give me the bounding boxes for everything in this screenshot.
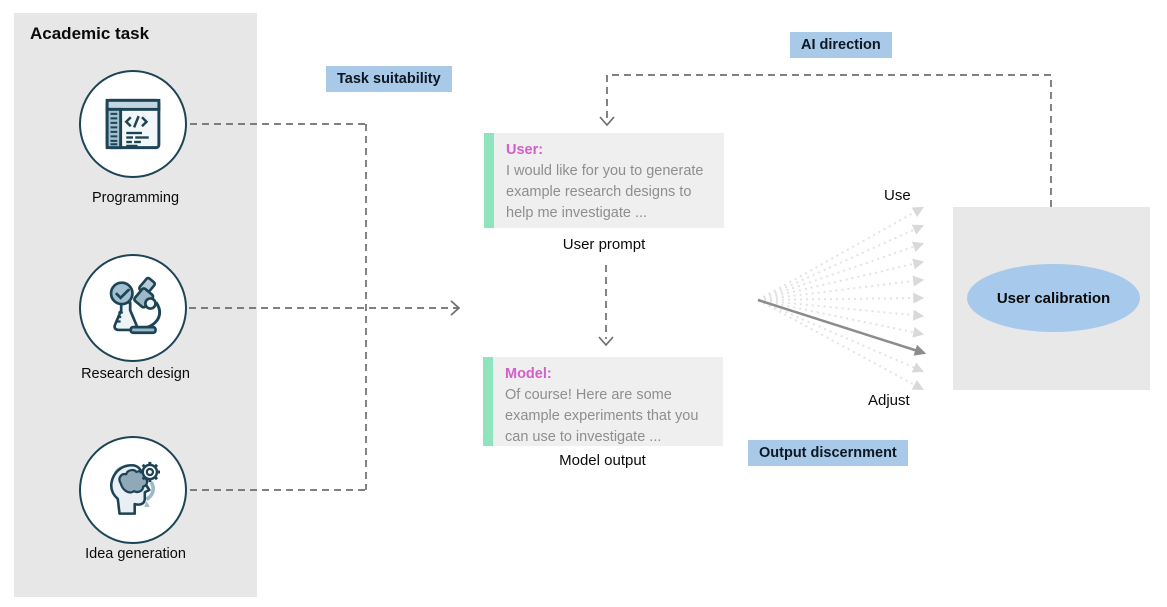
model-line: Of course! Here are some [505, 387, 672, 403]
user-calibration-ellipse: User calibration [967, 264, 1140, 332]
user-prompt-caption: User prompt [562, 236, 646, 253]
user-speaker: User: [506, 142, 544, 158]
model-speaker: Model: [505, 366, 552, 382]
model-line: can use to investigate ... [505, 429, 662, 445]
output-discernment-label: Output discernment [748, 440, 908, 466]
programming-circle [79, 70, 187, 178]
model-line: example experiments that you [505, 408, 699, 424]
user-line: I would like for you to generate [506, 163, 704, 179]
programming-label: Programming [91, 190, 180, 206]
task-suitability-label: Task suitability [326, 66, 452, 92]
user-line: example research designs to [506, 184, 692, 200]
research-design-label: Research design [81, 366, 190, 382]
research-design-circle [79, 254, 187, 362]
use-label: Use [884, 187, 911, 204]
brain-gear-icon [110, 461, 160, 515]
model-output-caption: Model output [559, 452, 646, 469]
user-prompt-box: User: I would like for you to generate e… [484, 133, 724, 228]
panel-title: Academic task [30, 24, 150, 43]
model-output-box: Model: Of course! Here are some example … [483, 357, 723, 446]
idea-generation-label: Idea generation [85, 546, 186, 562]
code-window-icon [105, 98, 161, 150]
user-line: help me investigate ... [506, 205, 648, 221]
adjust-label: Adjust [868, 392, 910, 409]
ai-direction-label: AI direction [790, 32, 892, 58]
idea-generation-circle [79, 436, 187, 544]
microscope-icon [109, 276, 162, 335]
user-calibration-label: User calibration [996, 289, 1111, 307]
